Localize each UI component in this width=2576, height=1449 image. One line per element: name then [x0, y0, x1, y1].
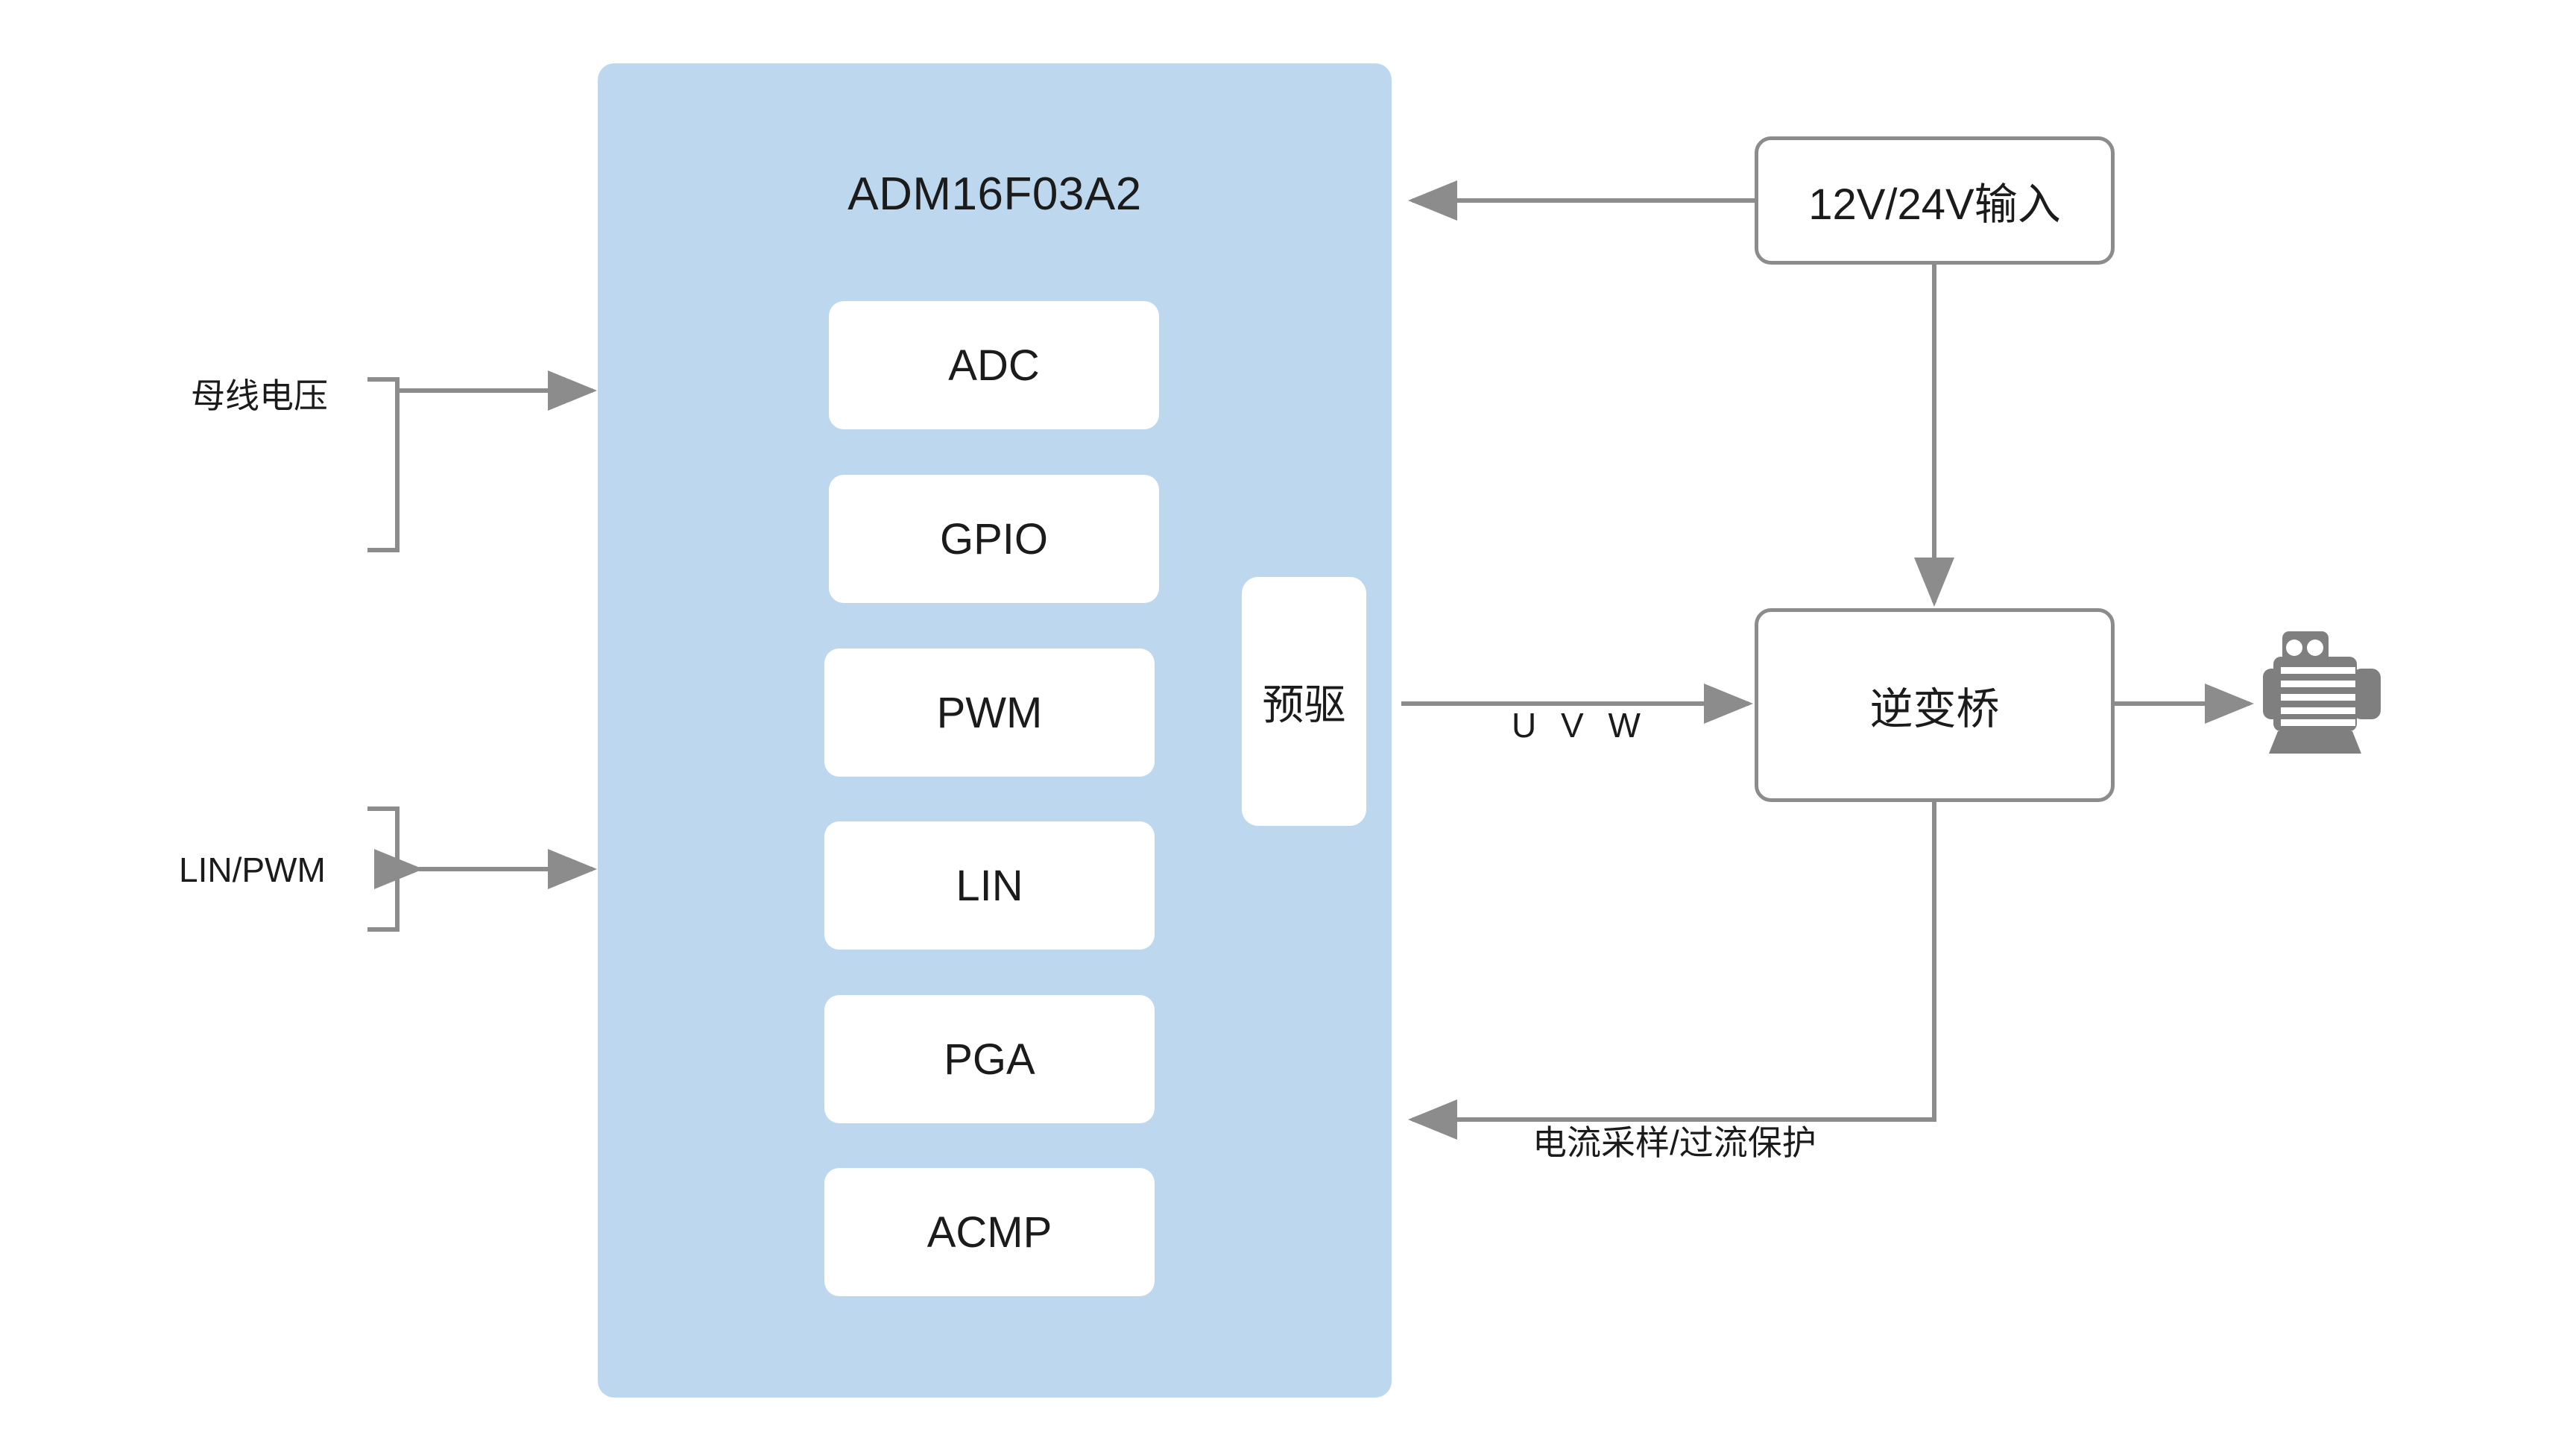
module-pwm[interactable]: PWM — [824, 648, 1155, 777]
module-adc-label: ADC — [948, 341, 1040, 390]
block-power-supply-label: 12V/24V输入 — [1808, 180, 2061, 229]
module-predriver[interactable]: 预驱 — [1242, 577, 1366, 826]
label-current-feedback: 电流采样/过流保护 — [1532, 1123, 1816, 1162]
module-acmp-label: ACMP — [926, 1208, 1052, 1257]
module-acmp[interactable]: ACMP — [824, 1168, 1155, 1296]
motor-icon — [2263, 631, 2381, 754]
label-lin-pwm: LIN/PWM — [179, 850, 326, 889]
module-pga[interactable]: PGA — [824, 995, 1155, 1123]
label-uvw: U V W — [1512, 706, 1648, 745]
lin-pwm-bracket — [367, 806, 400, 932]
mcu-chip-title: ADM16F03A2 — [847, 168, 1142, 220]
block-inverter-bridge-label: 逆变桥 — [1869, 685, 2000, 733]
block-inverter-bridge[interactable]: 逆变桥 — [1755, 608, 2115, 802]
module-adc[interactable]: ADC — [829, 301, 1159, 429]
module-lin-label: LIN — [956, 861, 1023, 910]
module-pwm-label: PWM — [936, 688, 1043, 737]
module-gpio[interactable]: GPIO — [829, 475, 1159, 603]
module-lin[interactable]: LIN — [824, 821, 1155, 950]
block-power-supply[interactable]: 12V/24V输入 — [1755, 136, 2115, 265]
label-bus-voltage: 母线电压 — [191, 376, 328, 415]
module-gpio-label: GPIO — [939, 514, 1049, 564]
module-predriver-label: 预驱 — [1262, 681, 1346, 728]
current-feedback-wire — [1408, 802, 1936, 1140]
module-pga-label: PGA — [944, 1035, 1035, 1084]
bus-voltage-bracket — [367, 377, 400, 552]
